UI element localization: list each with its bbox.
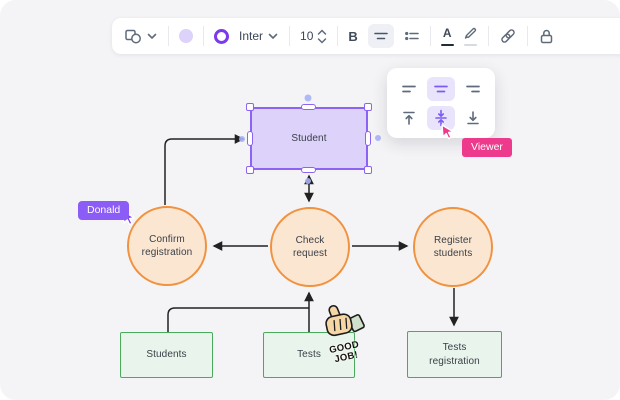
chevron-up-icon: [318, 28, 327, 35]
connection-dot: [375, 135, 381, 141]
selection-handle-left[interactable]: [247, 131, 253, 146]
connection-dot: [239, 136, 245, 142]
valign-top-button[interactable]: [395, 106, 423, 130]
selection-handle-top[interactable]: [301, 104, 316, 110]
viewer-cursor-icon: [440, 124, 457, 146]
collaborator-badge-donald: Donald: [78, 201, 130, 220]
shape-label: Confirm registration: [141, 233, 193, 259]
shape-label: Students: [146, 349, 187, 361]
lock-icon: [538, 28, 555, 45]
selection-handle-right[interactable]: [365, 131, 371, 146]
shape-label: Check request: [292, 234, 328, 260]
formatting-toolbar: Inter 10 B: [112, 18, 620, 54]
bold-button[interactable]: B: [348, 28, 358, 44]
stroke-color-button[interactable]: [214, 28, 229, 44]
shape-students[interactable]: Students: [120, 332, 213, 378]
shape-label: Tests: [297, 349, 321, 361]
rotation-handle-dot[interactable]: [304, 94, 312, 102]
toolbar-divider: [337, 26, 339, 46]
connector-students-junction[interactable]: [167, 307, 309, 332]
collaborator-badge-viewer: Viewer: [462, 138, 512, 157]
align-right-button[interactable]: [459, 77, 487, 101]
valign-middle-icon: [435, 109, 447, 126]
selection-handle-nw[interactable]: [246, 103, 254, 111]
font-size-value: 10: [300, 29, 314, 43]
highlighter-button[interactable]: [464, 27, 478, 46]
text-color-underline: [440, 43, 454, 46]
text-align-button[interactable]: [367, 24, 394, 48]
font-family-value: Inter: [239, 29, 264, 43]
shape-tests[interactable]: Tests: [263, 332, 355, 378]
shape-label: Student: [291, 132, 327, 144]
thumbs-up-icon: [325, 304, 365, 337]
shape-label: Tests registration: [429, 342, 480, 367]
fill-color-button[interactable]: [179, 29, 193, 43]
align-left-button[interactable]: [395, 77, 423, 101]
text-color-button[interactable]: A: [440, 25, 454, 46]
valign-bottom-icon: [467, 110, 479, 124]
fill-color-swatch: [179, 29, 193, 43]
selection-handle-sw[interactable]: [246, 166, 254, 174]
chevron-down-icon: [318, 37, 327, 44]
toolbar-divider: [487, 26, 489, 46]
chevron-down-icon: [146, 30, 158, 42]
alignment-panel: [387, 68, 495, 138]
align-center-button[interactable]: [427, 76, 455, 101]
shape-student[interactable]: Student: [250, 107, 368, 170]
connector-confirm-student[interactable]: [164, 134, 245, 205]
align-center-icon: [373, 28, 389, 44]
lock-button[interactable]: [538, 28, 555, 45]
thumbs-up-sticker[interactable]: GOOD JOB!: [314, 301, 374, 365]
toolbar-divider: [526, 26, 528, 46]
shape-register-students[interactable]: Register students: [413, 207, 493, 287]
font-size-control[interactable]: 10: [300, 28, 327, 44]
chevron-down-icon: [267, 30, 279, 42]
align-right-icon: [466, 85, 480, 92]
font-family-dropdown[interactable]: Inter: [239, 29, 279, 43]
selection-handle-ne[interactable]: [364, 103, 372, 111]
connection-dot: [305, 178, 311, 184]
toolbar-divider: [168, 26, 169, 46]
highlighter-underline: [464, 43, 478, 46]
align-left-icon: [402, 85, 416, 92]
stroke-color-swatch: [214, 28, 229, 44]
valign-bottom-button[interactable]: [459, 106, 487, 130]
text-color-icon: A: [442, 25, 452, 40]
shape-check-request[interactable]: Check request: [270, 207, 350, 287]
font-size-stepper[interactable]: [317, 28, 327, 44]
shapes-icon: [124, 27, 142, 45]
shape-picker-button[interactable]: [124, 27, 158, 45]
toolbar-divider: [203, 26, 204, 46]
valign-middle-button[interactable]: [427, 105, 455, 130]
list-button[interactable]: [404, 28, 420, 44]
shape-label: Register students: [433, 234, 473, 260]
valign-top-icon: [403, 111, 415, 125]
selection-handle-bottom[interactable]: [301, 167, 316, 173]
selection-handle-se[interactable]: [364, 166, 372, 174]
toolbar-divider: [289, 26, 291, 46]
toolbar-divider: [429, 26, 431, 46]
highlighter-icon: [464, 27, 478, 39]
link-button[interactable]: [499, 27, 517, 45]
align-center-icon: [434, 85, 448, 92]
shape-confirm-registration[interactable]: Confirm registration: [127, 206, 207, 286]
link-icon: [499, 27, 517, 45]
list-icon: [404, 28, 420, 44]
shape-tests-registration[interactable]: Tests registration: [407, 331, 502, 378]
